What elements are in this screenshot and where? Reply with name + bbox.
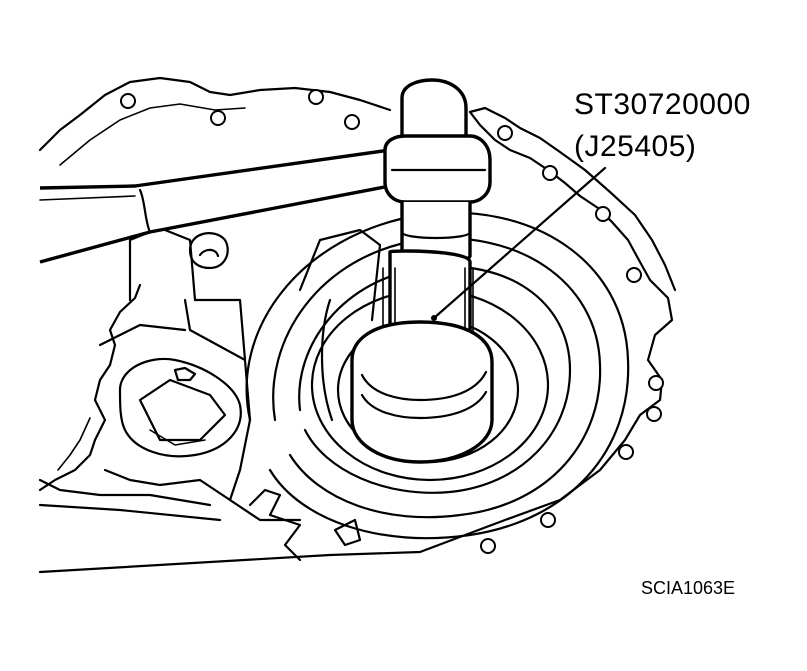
figure-code-label: SCIA1063E [641, 578, 736, 598]
case-left-structure [38, 226, 382, 562]
drift-handle [39, 148, 397, 264]
special-service-tool [350, 78, 494, 464]
tool-alt-number-label: (J25405) [574, 130, 697, 163]
tool-part-number-label: ST30720000 [574, 88, 751, 121]
bolt-holes [120, 89, 664, 554]
leader-line [432, 166, 607, 320]
